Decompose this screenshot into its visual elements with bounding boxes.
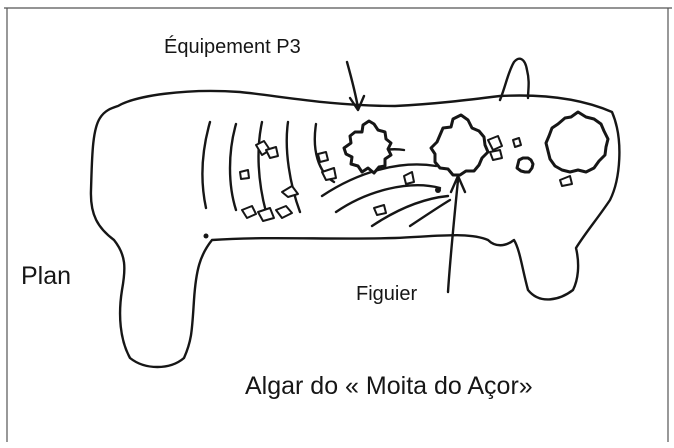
marker-dot [203,233,209,239]
arrow-to-shaft-p3-head [348,94,366,112]
cave-outline [89,89,621,369]
arrow-to-fig-tree [446,178,460,294]
block [275,205,293,219]
block [265,146,279,159]
label-plan: Plan [21,262,72,290]
shaft-opening-1 [429,113,490,177]
contour-arc [257,120,268,214]
contour-arc [201,120,212,210]
label-fig-tree: Figuier [356,283,418,305]
arrow-to-shaft-p3 [345,60,360,110]
shaft-opening-p3 [342,119,393,175]
block [487,135,503,151]
block [403,171,415,185]
block [512,137,522,148]
contour-arc [320,163,438,198]
contour-arc [285,120,302,214]
label-equipment-p3: Équipement P3 [164,36,301,58]
chimney [498,57,530,102]
contour-arc [334,184,442,214]
block [281,185,299,198]
contour-arc [370,194,450,228]
marker-dot [435,187,441,193]
block [321,167,337,181]
shaft-opening-2 [544,110,610,174]
contour-arc [408,198,452,228]
figure-title: Algar do « Moita do Açor» [245,372,533,400]
block [373,204,387,216]
shaft-opening-small [515,156,535,174]
block [241,205,257,219]
block [257,207,275,222]
block [489,149,503,161]
block [317,151,329,163]
contour-arc [228,122,238,212]
block [239,169,250,180]
block [559,175,573,187]
